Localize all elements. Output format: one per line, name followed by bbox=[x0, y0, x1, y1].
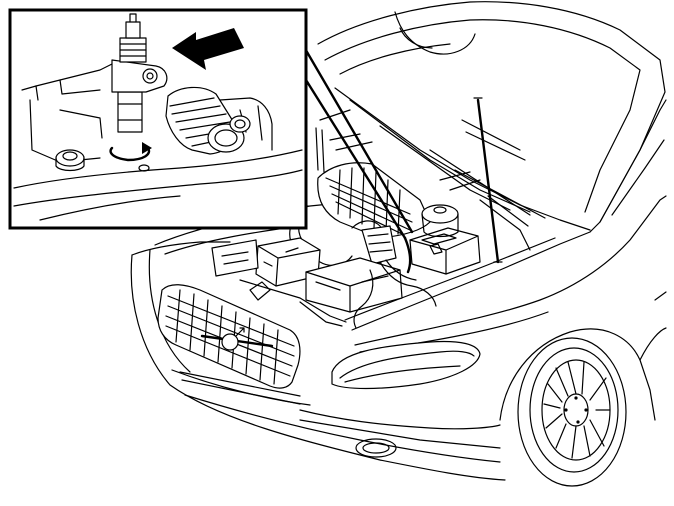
mounting-bolt bbox=[55, 149, 85, 172]
open-hood bbox=[317, 1, 666, 264]
front-bumper bbox=[130, 241, 506, 481]
engine-cover bbox=[317, 162, 431, 239]
rotation-direction-icon bbox=[109, 142, 152, 162]
car-body bbox=[130, 1, 667, 487]
arrow-pointer-icon bbox=[172, 28, 244, 70]
radiator-grille bbox=[157, 284, 301, 389]
fuse-box bbox=[409, 227, 481, 275]
callout-leader bbox=[298, 38, 414, 240]
sensor bbox=[111, 13, 168, 133]
detail-inset bbox=[8, 8, 308, 230]
front-wheel bbox=[517, 337, 627, 487]
headlight bbox=[331, 340, 481, 390]
engine-bay bbox=[211, 109, 531, 329]
coolant-hose bbox=[165, 86, 251, 155]
